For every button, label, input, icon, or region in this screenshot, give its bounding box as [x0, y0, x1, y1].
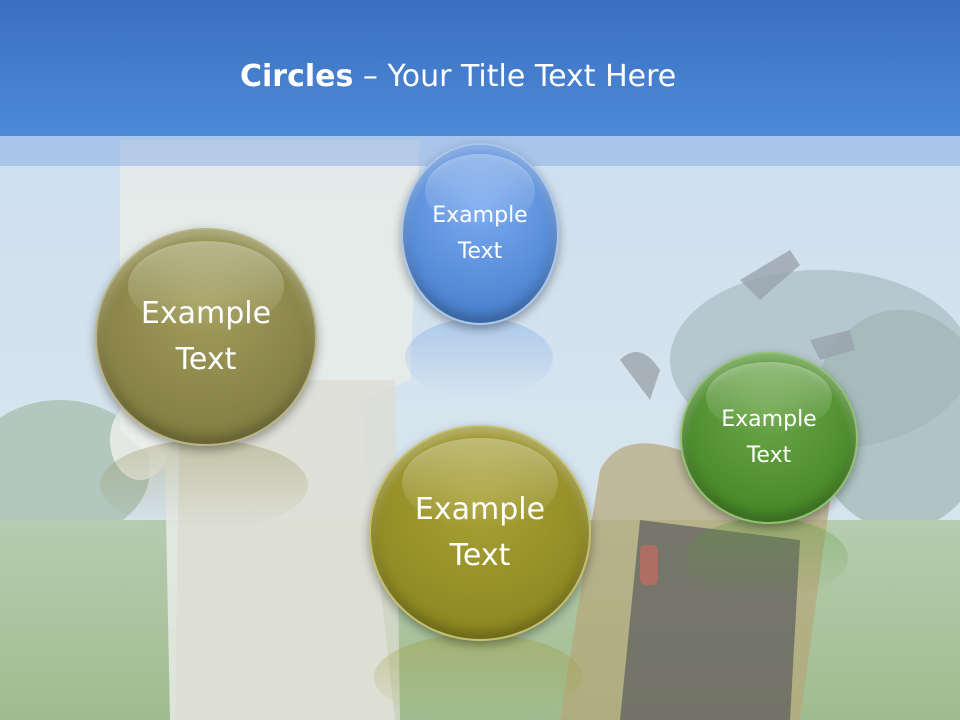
green-circle-line2: Text: [746, 443, 792, 468]
slide-title: Circles – Your Title Text Here: [240, 52, 840, 102]
blue-circle-label: Example Text: [432, 198, 527, 270]
green-circle-line1: Example: [721, 407, 817, 432]
title-bold: Circles: [240, 59, 354, 94]
yellow-circle-line1: Example: [414, 492, 546, 527]
olive-circle-line1: Example: [140, 296, 272, 331]
yellow-circle-label: Example Text: [415, 487, 545, 579]
green-circle-label: Example Text: [721, 402, 816, 474]
olive-circle[interactable]: Example Text: [95, 228, 317, 446]
header-bar: [0, 0, 960, 136]
green-circle[interactable]: Example Text: [680, 352, 858, 524]
yellow-circle[interactable]: Example Text: [369, 425, 591, 641]
yellow-circle-line2: Text: [449, 538, 511, 573]
olive-circle-line2: Text: [175, 342, 237, 377]
blue-circle[interactable]: Example Text: [401, 143, 559, 325]
blue-circle-line1: Example: [432, 203, 528, 228]
olive-circle-label: Example Text: [141, 291, 271, 383]
blue-circle-line2: Text: [457, 239, 503, 264]
title-rest: – Your Title Text Here: [353, 59, 677, 94]
